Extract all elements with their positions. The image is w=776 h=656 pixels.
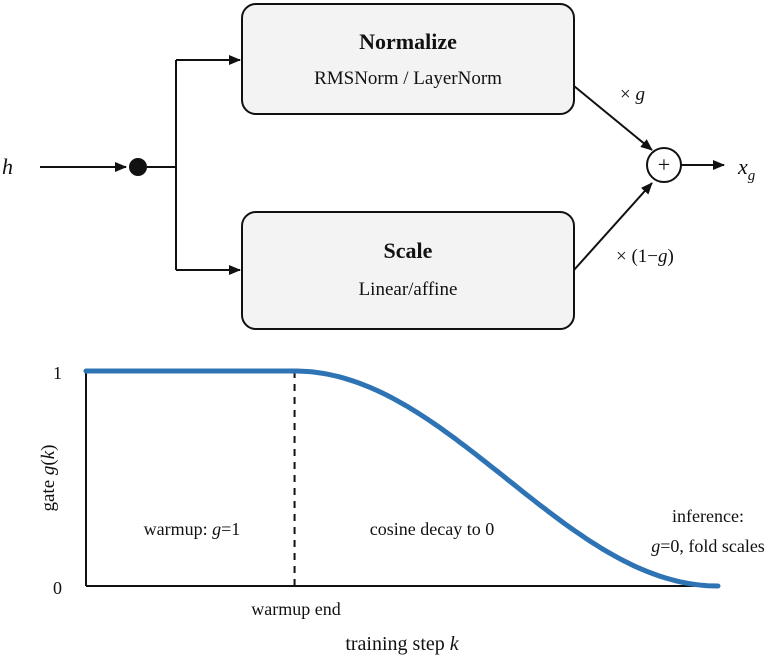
ytick-1: 1 [53,363,62,383]
inference-annotation-line1: inference: [672,506,744,526]
warmup-end-label: warmup end [251,599,340,619]
scale-block: Scale Linear/affine [241,211,575,330]
y-axis-label: gate g(k) [38,445,59,512]
normalize-subtitle: RMSNorm / LayerNorm [314,68,502,89]
normalize-to-sum-arrow [573,85,653,151]
bottom-weight-label: × (1−g) [616,246,674,267]
block-diagram: h Normalize RMSNorm / LayerNorm Scale Li… [2,3,756,330]
scale-to-sum-arrow [573,182,653,271]
warmup-annotation: warmup: g=1 [144,519,241,539]
gate-curve [83,368,721,589]
x-axis-label: training step k [345,633,459,655]
ytick-0: 0 [53,578,62,598]
sum-node: + [646,147,682,183]
output-label: xg [737,154,756,184]
scale-subtitle: Linear/affine [359,279,458,300]
svg-text:+: + [658,152,670,177]
split-node [129,158,147,176]
decay-annotation: cosine decay to 0 [370,519,494,539]
input-label: h [2,154,13,179]
normalize-title: Normalize [359,29,457,54]
inference-annotation-line2: g=0, fold scales [651,536,765,556]
normalize-block: Normalize RMSNorm / LayerNorm [241,3,575,115]
top-weight-label: × g [620,84,645,105]
scale-title: Scale [384,238,433,263]
gate-chart: 1 0 gate g(k) warmup end warmup: g=1 cos… [38,363,765,655]
